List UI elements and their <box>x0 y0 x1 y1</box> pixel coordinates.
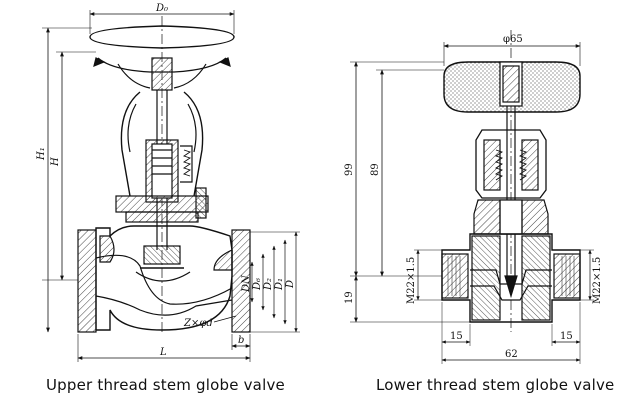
dim-89: 89 <box>370 163 381 176</box>
dim-19: 19 <box>344 291 355 304</box>
caption-upper-thread: Upper thread stem globe valve <box>46 376 285 394</box>
dim-d: D <box>285 280 296 289</box>
dim-d2: D₂ <box>263 278 274 291</box>
dim-d6: D₆ <box>252 278 263 291</box>
lower-thread-globe-valve <box>350 30 594 364</box>
dim-bolts: Z×φd <box>183 318 213 329</box>
dim-dn: DN <box>241 274 252 293</box>
dim-15-left: 15 <box>450 331 463 342</box>
upper-thread-globe-valve <box>42 10 300 362</box>
dim-62: 62 <box>505 349 518 360</box>
dim-d1: D₁ <box>274 278 285 291</box>
dim-h1: H₁ <box>36 147 47 161</box>
dim-d0: D₀ <box>155 3 168 14</box>
dim-phi65: φ65 <box>503 34 523 45</box>
dim-thread-left: M22×1.5 <box>406 257 417 304</box>
dim-thread-right: M22×1.5 <box>592 257 603 304</box>
dim-b: b <box>238 335 244 346</box>
caption-lower-thread: Lower thread stem globe valve <box>376 376 615 394</box>
dim-15-right: 15 <box>560 331 573 342</box>
dim-l: L <box>159 347 167 358</box>
dim-h: H <box>50 157 61 167</box>
dim-99: 99 <box>344 163 355 176</box>
